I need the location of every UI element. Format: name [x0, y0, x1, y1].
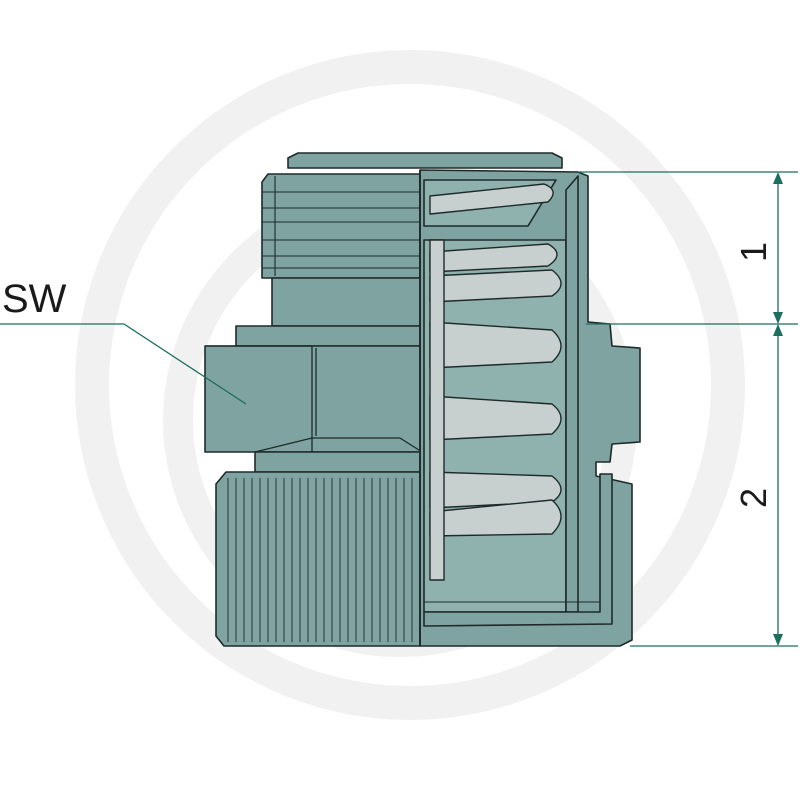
dimension-2-label: 2 [733, 488, 774, 508]
knurled-nut [215, 471, 421, 647]
sw-label: SW [2, 277, 67, 321]
lower-neck [254, 451, 423, 473]
seat-ring [423, 473, 613, 627]
dimension-lines [578, 171, 798, 647]
sw-leader-line [0, 323, 247, 405]
hex-nut-facets [205, 345, 423, 453]
upper-neck [271, 277, 423, 327]
top-cap [287, 152, 563, 169]
spring [429, 183, 562, 581]
upper-thread-lines [262, 176, 420, 276]
upper-thread-body [261, 173, 421, 279]
dimension-arrows [773, 172, 783, 646]
dimension-1-label: 1 [733, 242, 774, 262]
flange [235, 325, 423, 347]
valve-fitting [204, 152, 641, 647]
knurl-lines [227, 478, 413, 642]
housing-wall [565, 175, 579, 613]
